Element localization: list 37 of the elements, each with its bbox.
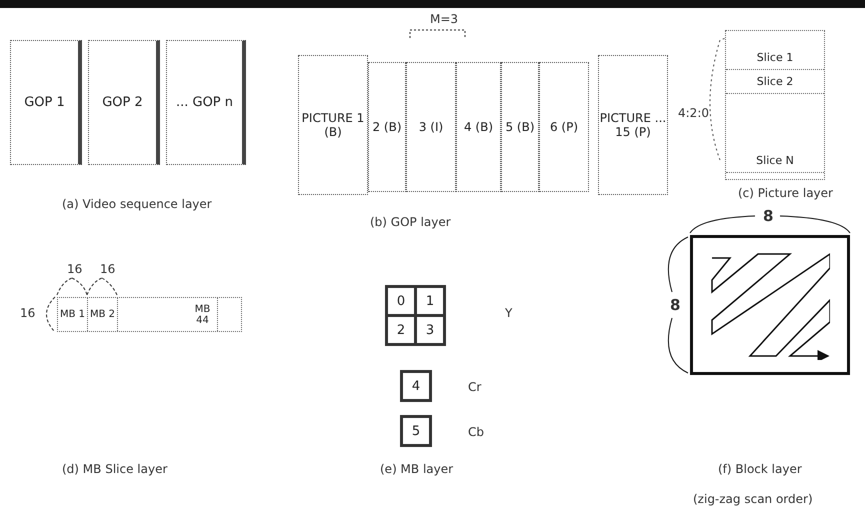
panel-caption: (d) MB Slice layer: [62, 462, 168, 476]
picture-frame: 6 (P): [539, 62, 589, 192]
macroblock-strip: [57, 297, 242, 332]
panel-caption: (zig-zag scan order): [693, 492, 813, 506]
picture-frame: 4 (B): [456, 62, 501, 192]
gop-page: GOP 2: [88, 40, 160, 165]
luma-block: 2: [385, 314, 417, 346]
gop-page: GOP 1: [10, 40, 82, 165]
luma-block: 3: [414, 314, 446, 346]
group-size-label: M=3: [430, 12, 458, 26]
chroma-block: 4: [400, 370, 432, 402]
dimension-label: 16: [67, 262, 82, 276]
dimension-label: 16: [20, 306, 36, 320]
luma-block: 1: [414, 285, 446, 317]
panel-caption: (b) GOP layer: [370, 215, 451, 229]
chroma-format-label: 4:2:0: [678, 106, 709, 120]
picture-frame: 3 (I): [406, 62, 456, 192]
panel-caption: (a) Video sequence layer: [62, 197, 212, 211]
panel-caption: (e) MB layer: [380, 462, 454, 476]
macroblock-cell: MB 2: [88, 298, 118, 331]
picture-frame: 2 (B): [368, 62, 406, 192]
panel-caption: (f) Block layer: [718, 462, 802, 476]
picture-panel: [725, 30, 825, 180]
chroma-block: 5: [400, 415, 432, 447]
component-label: Cr: [468, 380, 482, 394]
gop-page: ... GOP n: [166, 40, 246, 165]
component-label: Cb: [468, 425, 484, 439]
dimension-label: 8: [670, 296, 680, 314]
panel-caption: (c) Picture layer: [738, 186, 833, 200]
picture-frame: PICTURE 1 (B): [298, 55, 368, 195]
dimension-label: 8: [763, 207, 774, 225]
dimension-label: 16: [100, 262, 116, 276]
picture-frame: PICTURE ... 15 (P): [598, 55, 668, 195]
component-label: Y: [505, 306, 512, 320]
picture-frame: 5 (B): [501, 62, 539, 192]
macroblock-cell: MB 1: [58, 298, 88, 331]
block-frame: [690, 235, 850, 375]
